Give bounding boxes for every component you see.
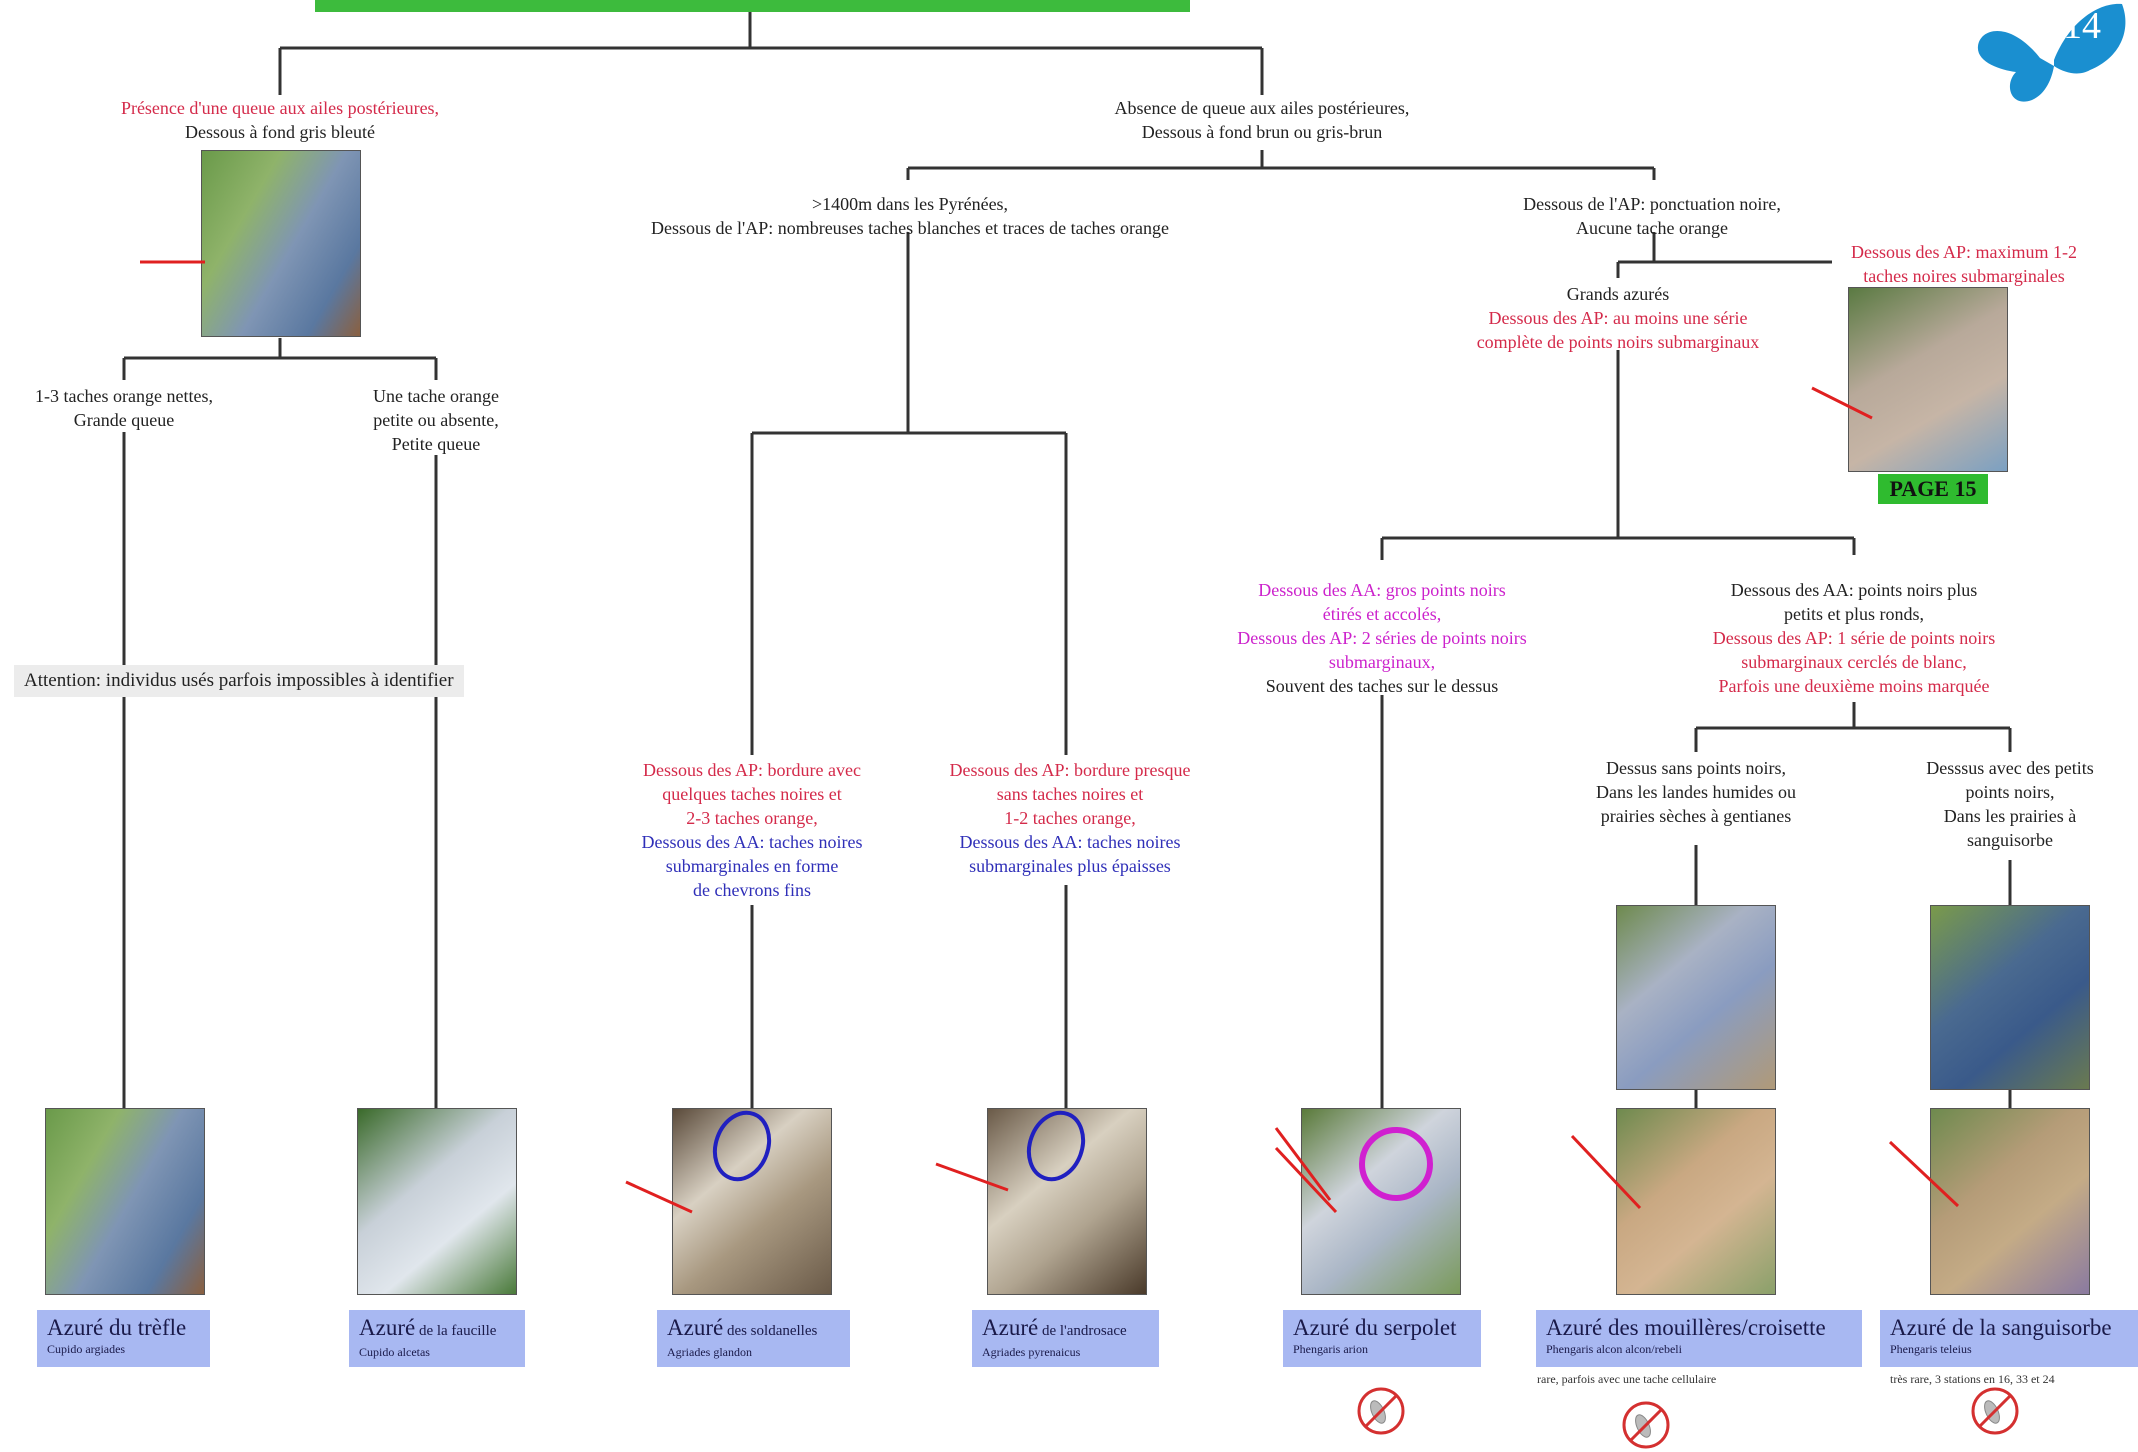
arrow-icon: [1888, 1140, 1960, 1208]
photo-tailed-butterfly: [201, 150, 361, 337]
node-soldanelles-key: Dessous des AP: bordure avec quelques ta…: [641, 760, 863, 900]
arrow-icon: [935, 1162, 1009, 1192]
node-sans-points: Dessus sans points noirs, Dans les lande…: [1596, 758, 1796, 826]
protected-species-icon: [1971, 1387, 2019, 1435]
arrow-icon: [1274, 1146, 1338, 1214]
photo-azure-de-la-sanguisorbe: [1930, 1108, 2090, 1295]
photo-azure-de-l-androsace: [987, 1108, 1147, 1295]
species-azure-des-mouilleres[interactable]: Azuré des mouillères/croisette Phengaris…: [1536, 1310, 1862, 1367]
warning-worn-individuals: Attention: individus usés parfois imposs…: [14, 665, 464, 697]
photo-azure-des-soldanelles: [672, 1108, 832, 1295]
species-azure-du-serpolet[interactable]: Azuré du serpolet Phengaris arion: [1283, 1310, 1481, 1367]
species-azure-des-soldanelles[interactable]: Azuré des soldanelles Agriades glandon: [657, 1310, 850, 1367]
photo-alcon-upperside: [1616, 905, 1776, 1090]
node-pyrenees: >1400m dans les Pyrénées, Dessous de l'A…: [650, 194, 1170, 238]
photo-max-spots: [1848, 287, 2008, 472]
node-tailed: Présence d'une queue aux ailes postérieu…: [120, 98, 440, 142]
arrow-icon: [625, 1180, 693, 1214]
photo-teleius-upperside: [1930, 905, 2090, 1090]
page-15-link[interactable]: PAGE 15: [1878, 474, 1988, 504]
protected-species-icon: [1622, 1401, 1670, 1449]
node-untailed: Absence de queue aux ailes postérieures,…: [1114, 98, 1410, 142]
node-max-spots: Dessous des AP: maximum 1-2 taches noire…: [1850, 242, 2077, 286]
arrow-icon: [1811, 386, 1873, 420]
node-black-dots: Dessous de l'AP: ponctuation noire, Aucu…: [1523, 194, 1781, 238]
highlight-circle-icon: [1026, 1110, 1086, 1182]
node-big-tail: 1-3 taches orange nettes, Grande queue: [35, 386, 213, 430]
header-bar: [315, 0, 1190, 12]
page-butterfly-icon: 14: [1977, 3, 2126, 102]
node-androsace-key: Dessous des AP: bordure presque sans tac…: [949, 760, 1191, 876]
highlight-circle-icon: [1359, 1127, 1433, 1201]
node-gros-points: Dessous des AA: gros points noirs étirés…: [1237, 580, 1527, 696]
protected-species-icon: [1357, 1387, 1405, 1435]
node-avec-points: Desssus avec des petits points noirs, Da…: [1926, 758, 2094, 850]
species-azure-de-la-sanguisorbe[interactable]: Azuré de la sanguisorbe Phengaris teleiu…: [1880, 1310, 2138, 1367]
arrow-icon: [1570, 1134, 1642, 1210]
species-azure-de-la-faucille[interactable]: Azuré de la faucille Cupido alcetas: [349, 1310, 525, 1367]
photo-azure-du-trefle: [45, 1108, 205, 1295]
photo-azure-de-la-faucille: [357, 1108, 517, 1295]
note-teleius-rarity: très rare, 3 stations en 16, 33 et 24: [1890, 1372, 2055, 1386]
page-number: 14: [2063, 5, 2101, 47]
photo-azure-des-mouilleres: [1616, 1108, 1776, 1295]
node-grands-azures: Grands azurés Dessous des AP: au moins u…: [1476, 284, 1760, 352]
species-azure-du-trefle[interactable]: Azuré du trèfle Cupido argiades: [37, 1310, 210, 1367]
note-alcon-rarity: rare, parfois avec une tache cellulaire: [1537, 1372, 1717, 1386]
node-petits-points: Dessous des AA: points noirs plus petits…: [1712, 580, 1996, 696]
highlight-circle-icon: [712, 1110, 772, 1182]
arrow-icon: [1274, 1127, 1332, 1201]
species-azure-de-l-androsace[interactable]: Azuré de l'androsace Agriades pyrenaicus: [972, 1310, 1159, 1367]
node-small-tail: Une tache orange petite ou absente, Peti…: [373, 386, 499, 454]
